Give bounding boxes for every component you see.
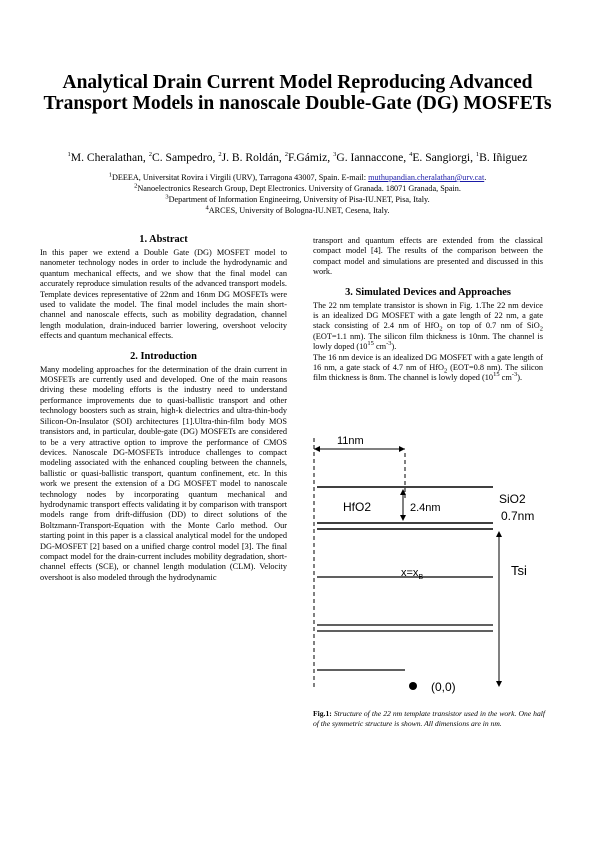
origin-marker bbox=[409, 682, 417, 690]
abstract-text: In this paper we extend a Double Gate (D… bbox=[40, 248, 287, 341]
author: 2F.Gámiz, bbox=[284, 151, 334, 164]
arrow-head bbox=[496, 681, 502, 687]
affiliation: 3Department of Information Engineeirng, … bbox=[165, 193, 430, 204]
sio2-thickness-label: 0.7nm bbox=[501, 509, 534, 523]
author: 1B. Iñiguez bbox=[475, 151, 528, 164]
author: 2C. Sampedro, bbox=[148, 151, 219, 164]
section-heading: 2. Introduction bbox=[130, 350, 197, 362]
author-list: 1M. Cheralathan, 2C. Sampedro, 2J. B. Ro… bbox=[40, 151, 555, 165]
section-heading: 1. Abstract bbox=[139, 234, 188, 245]
sio2-label: SiO2 bbox=[499, 492, 526, 506]
transistor-structure-figure: 11nm HfO2 2.4nm SiO2 0.7nm Tsi x=xB (0,0… bbox=[313, 433, 551, 701]
affiliations: 1DEEEA, Universitat Rovira i Virgili (UR… bbox=[40, 172, 555, 216]
introduction-text: Many modeling approaches for the determi… bbox=[40, 364, 287, 582]
origin-label: (0,0) bbox=[431, 680, 456, 694]
arrow-head bbox=[400, 515, 406, 521]
midline-label: x=xB bbox=[401, 567, 423, 581]
author: 2J. B. Roldán, bbox=[218, 151, 285, 164]
introduction-continued: transport and quantum effects are extend… bbox=[313, 236, 543, 277]
arrow-head bbox=[314, 446, 320, 452]
right-column: transport and quantum effects are extend… bbox=[313, 236, 543, 384]
affiliation: 2Nanoelectronics Research Group, Dept El… bbox=[134, 182, 461, 193]
hfo2-thickness-label: 2.4nm bbox=[410, 502, 441, 514]
author: 1M. Cheralathan, bbox=[67, 151, 149, 164]
affiliation: 4ARCES, University of Bologna-IU.NET, Ce… bbox=[205, 204, 390, 215]
gate-length-label: 11nm bbox=[337, 435, 364, 447]
silicon-thickness-label: Tsi bbox=[511, 563, 527, 578]
arrow-head bbox=[400, 489, 406, 495]
figure-caption: Fig.1: Structure of the 22 nm template t… bbox=[313, 709, 545, 728]
author: 3G. Iannaccone, bbox=[333, 151, 410, 164]
affiliation: 1DEEEA, Universitat Rovira i Virgili (UR… bbox=[108, 171, 487, 182]
author: 4E. Sangiorgi, bbox=[409, 151, 476, 164]
section-heading: 3. Simulated Devices and Approaches bbox=[345, 286, 511, 298]
left-column: 1. Abstract In this paper we extend a Do… bbox=[40, 234, 287, 583]
arrow-head bbox=[496, 531, 502, 537]
section3-paragraph-2: The 16 nm device is an idealized DG MOSF… bbox=[313, 352, 544, 383]
email-link[interactable]: muthupandian.cheralathan@urv.cat bbox=[368, 173, 485, 182]
section3-paragraph-1: The 22 nm template transistor is shown i… bbox=[313, 300, 543, 352]
paper-title: Analytical Drain Current Model Reproduci… bbox=[43, 72, 552, 114]
arrow-head bbox=[399, 446, 405, 452]
hfo2-label: HfO2 bbox=[343, 500, 371, 514]
figure-drawing: 11nm HfO2 2.4nm SiO2 0.7nm Tsi x=xB (0,0… bbox=[313, 435, 534, 694]
